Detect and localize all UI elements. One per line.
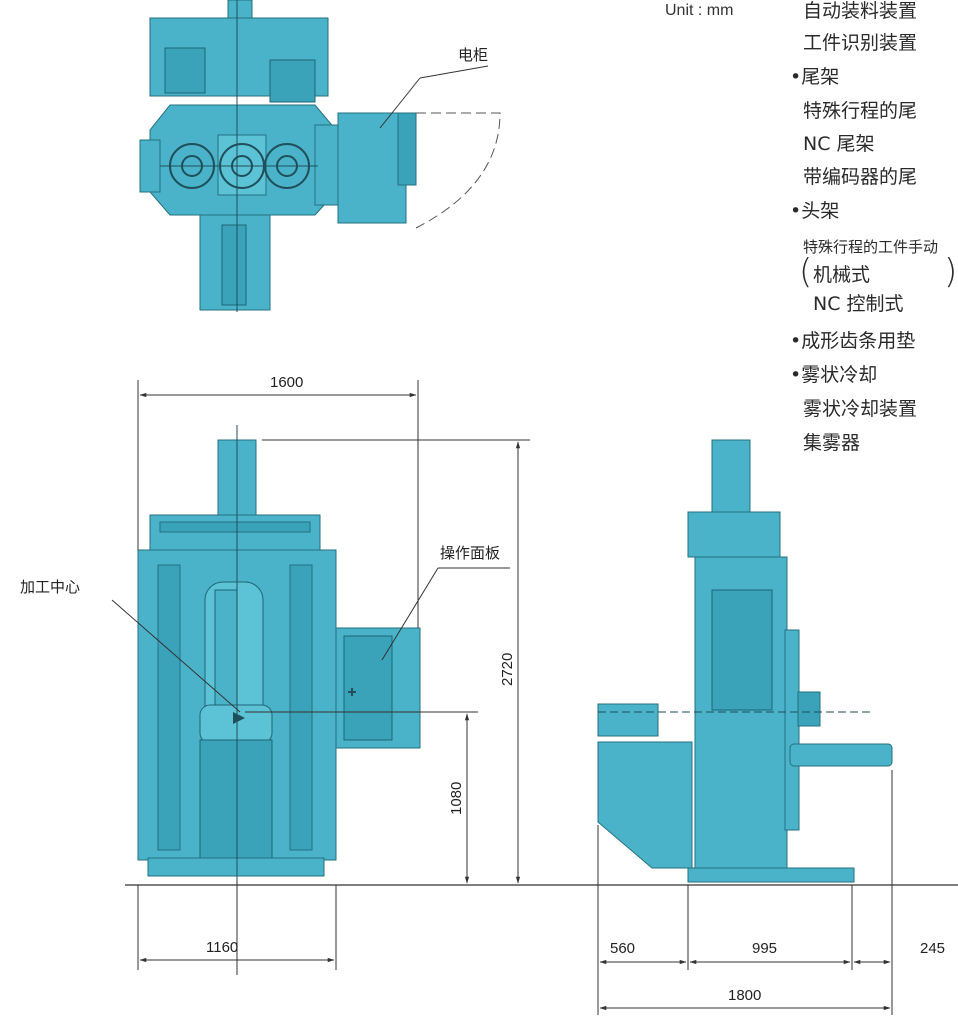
option-line: NC 控制式 bbox=[813, 293, 904, 315]
dim-1600: 1600 bbox=[270, 374, 303, 391]
side-view bbox=[597, 439, 893, 883]
option-line: 雾状冷却装置 bbox=[803, 398, 918, 420]
dim-2720: 2720 bbox=[499, 653, 516, 686]
label-operation-panel: 操作面板 bbox=[440, 544, 500, 562]
label-machining-center: 加工中心 bbox=[20, 578, 80, 596]
option-line: 机械式 bbox=[813, 264, 871, 286]
dim-995: 995 bbox=[752, 940, 777, 957]
dim-560: 560 bbox=[610, 940, 635, 957]
dimension-lines bbox=[137, 380, 893, 1015]
top-view bbox=[139, 0, 501, 312]
option-line: 集雾器 bbox=[803, 432, 861, 454]
option-line: NC 尾架 bbox=[803, 133, 875, 155]
option-line: 自动装料装置 bbox=[803, 0, 918, 22]
option-line: 特殊行程的尾 bbox=[803, 100, 918, 122]
unit-label: Unit : mm bbox=[665, 2, 734, 19]
option-line: 工件识别装置 bbox=[803, 32, 918, 54]
dim-1160: 1160 bbox=[206, 939, 238, 956]
option-line: •尾架 bbox=[790, 66, 840, 88]
dim-1800: 1800 bbox=[728, 987, 761, 1004]
dim-1080: 1080 bbox=[448, 782, 465, 815]
bracket-left: ( bbox=[799, 252, 813, 292]
bracket-right: ) bbox=[944, 252, 958, 292]
option-line: •成形齿条用垫 bbox=[790, 330, 916, 352]
front-view bbox=[111, 425, 510, 975]
option-line: 带编码器的尾 bbox=[803, 166, 918, 188]
option-line: •雾状冷却 bbox=[790, 364, 878, 386]
option-line: •头架 bbox=[790, 200, 840, 222]
label-electrical-cabinet: 电柜 bbox=[458, 46, 488, 64]
option-line: 特殊行程的工件手动 bbox=[803, 238, 939, 256]
dim-245: 245 bbox=[920, 940, 945, 957]
